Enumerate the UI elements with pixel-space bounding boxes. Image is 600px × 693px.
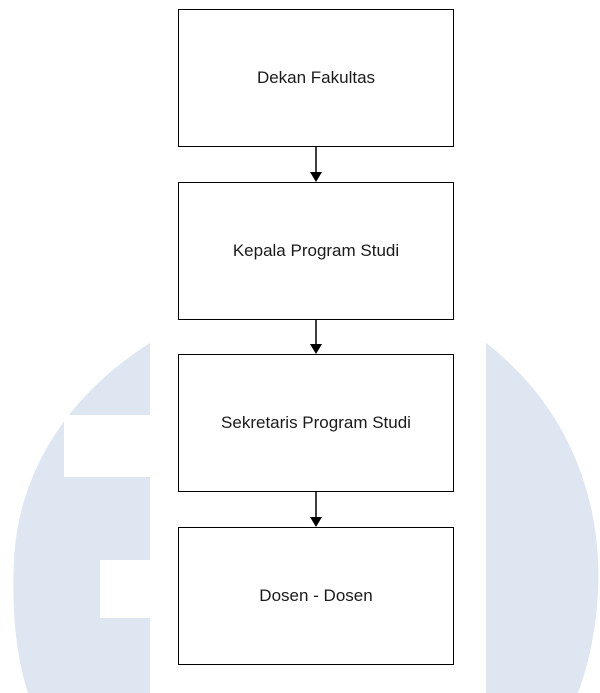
node-label: Sekretaris Program Studi <box>221 413 411 432</box>
node-label: Dosen - Dosen <box>259 586 373 605</box>
node-dekan-fakultas: Dekan Fakultas <box>178 9 454 147</box>
node-label: Dekan Fakultas <box>256 68 376 87</box>
node-label: Kepala Program Studi <box>232 241 400 260</box>
arrowhead-2 <box>310 344 322 354</box>
connector-1 <box>310 147 322 182</box>
node-dosen-dosen: Dosen - Dosen <box>178 527 454 665</box>
arrowhead-3 <box>310 517 322 527</box>
node-kepala-program-studi: Kepala Program Studi <box>178 182 454 320</box>
arrowhead-1 <box>310 172 322 182</box>
node-sekretaris-program-studi: Sekretaris Program Studi <box>178 354 454 492</box>
connector-3 <box>310 492 322 527</box>
watermark-left-notch-1 <box>64 415 150 477</box>
watermark-right-shape <box>486 343 599 693</box>
connector-2 <box>310 320 322 354</box>
watermark-left-notch-2 <box>100 560 150 618</box>
